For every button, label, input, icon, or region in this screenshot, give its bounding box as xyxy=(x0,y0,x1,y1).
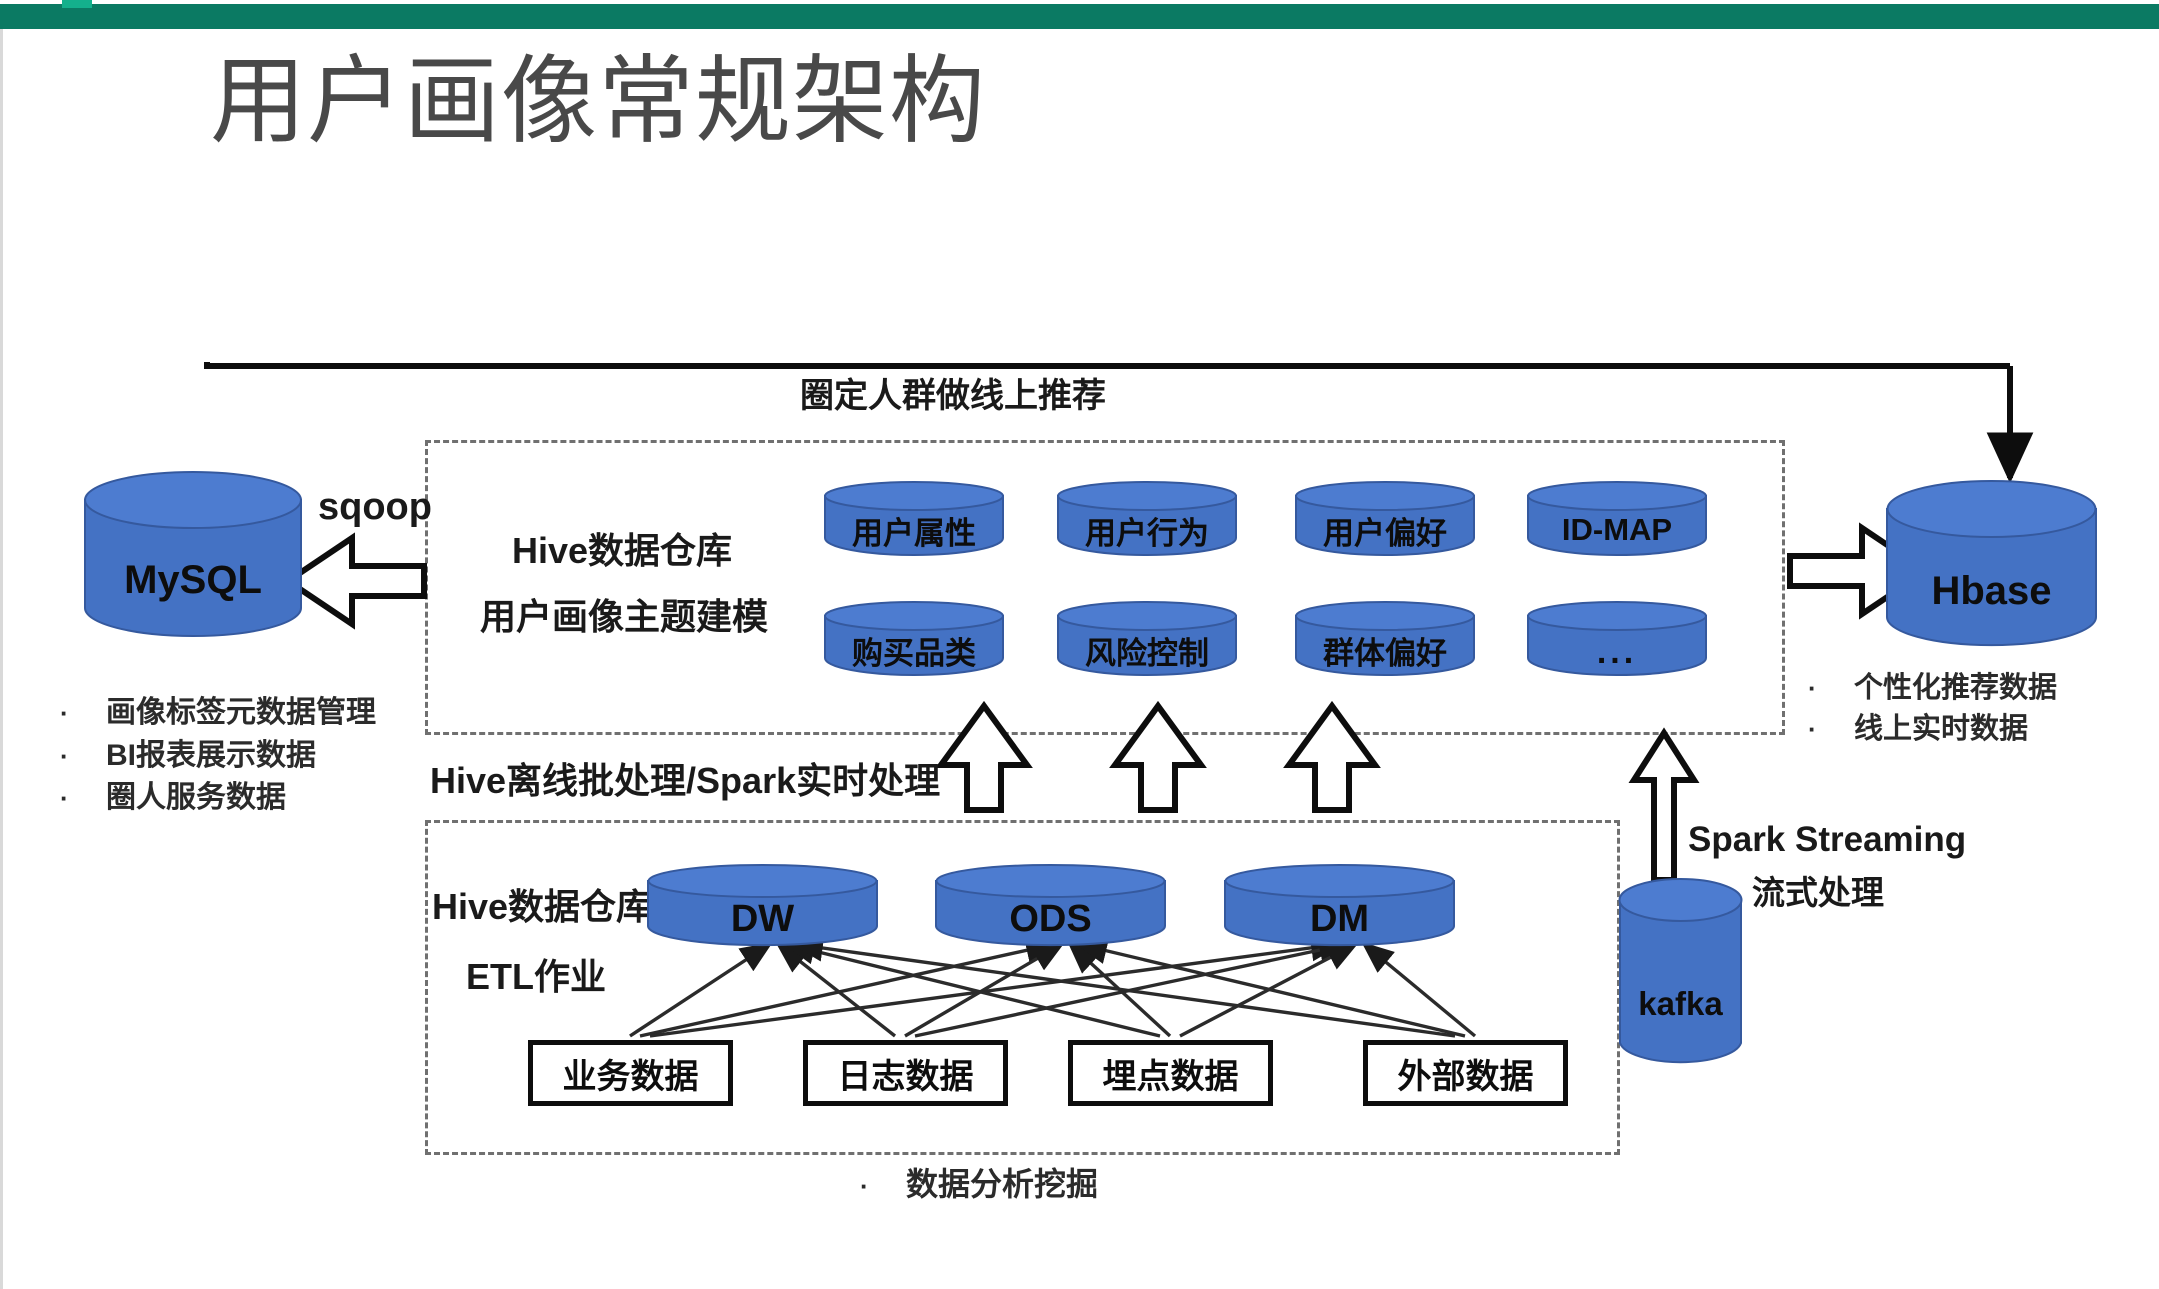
list-item-label: 画像标签元数据管理 xyxy=(106,696,376,729)
mysql-cylinder[interactable]: MySQL xyxy=(82,470,304,638)
page-title: 用户画像常规架构 xyxy=(210,48,986,155)
etl-title-line2: ETL作业 xyxy=(466,956,606,997)
source-box-business-data[interactable]: 业务数据 xyxy=(528,1040,733,1106)
slide-accent-notch xyxy=(62,0,92,8)
bullet-dot-icon: · xyxy=(60,783,69,814)
bullet-dot-icon: · xyxy=(860,1171,869,1201)
spark-streaming-label-line2: 流式处理 xyxy=(1752,874,1884,911)
topic-cylinder-risk-control[interactable]: 风险控制 xyxy=(1055,600,1239,676)
bullet-dot-icon: · xyxy=(1808,714,1817,745)
bullet-dot-icon: · xyxy=(60,740,69,771)
etl-title-line1: Hive数据仓库 xyxy=(432,886,653,927)
topic-cylinder-group-preference[interactable]: 群体偏好 xyxy=(1293,600,1477,676)
list-item-label: 线上实时数据 xyxy=(1854,713,2029,746)
processing-label: Hive离线批处理/Spark实时处理 xyxy=(430,760,941,801)
hive-warehouse-title-line2: 用户画像主题建模 xyxy=(480,596,769,637)
source-box-tracking-data[interactable]: 埋点数据 xyxy=(1068,1040,1273,1106)
bullet-dot-icon: · xyxy=(60,698,69,728)
spark-streaming-label-line1: Spark Streaming xyxy=(1688,820,1967,859)
topic-cylinder-user-preference[interactable]: 用户偏好 xyxy=(1293,480,1477,556)
source-box-log-data[interactable]: 日志数据 xyxy=(803,1040,1008,1106)
slide-accent-bar xyxy=(0,4,2159,26)
list-item-label: 数据分析挖掘 xyxy=(906,1166,1099,1202)
kafka-to-hive-arrow xyxy=(1628,727,1700,883)
sqoop-block-arrow xyxy=(282,532,427,630)
list-item-label: 圈人服务数据 xyxy=(106,781,286,815)
slide-left-edge xyxy=(0,29,3,1289)
mysql-bullet-list: · 画像标签元数据管理 · BI报表展示数据 · 圈人服务数据 xyxy=(60,692,376,820)
bullet-dot-icon: · xyxy=(1808,673,1817,703)
topic-cylinder-user-behavior[interactable]: 用户行为 xyxy=(1055,480,1239,556)
topic-cylinder-user-attribute[interactable]: 用户属性 xyxy=(822,480,1006,556)
sqoop-label: sqoop xyxy=(318,486,432,528)
etl-footer-bullet-list: · 数据分析挖掘 xyxy=(860,1162,1098,1207)
etl-container xyxy=(425,820,1620,1155)
hbase-bullet-list: · 个性化推荐数据 · 线上实时数据 xyxy=(1808,668,2057,750)
list-item-label: BI报表展示数据 xyxy=(106,738,316,772)
list-item: · BI报表展示数据 xyxy=(60,735,376,778)
hbase-cylinder[interactable]: Hbase xyxy=(1884,478,2099,648)
slide-accent-underline xyxy=(0,26,2159,29)
list-item-label: 个性化推荐数据 xyxy=(1854,672,2058,704)
source-box-external-data[interactable]: 外部数据 xyxy=(1363,1040,1568,1106)
topic-cylinder-more[interactable]: ... xyxy=(1525,600,1709,676)
etl-layer-cylinder-ods[interactable]: ODS xyxy=(933,862,1168,948)
list-item: · 画像标签元数据管理 xyxy=(60,692,376,735)
kafka-cylinder[interactable]: kafka xyxy=(1617,876,1744,1068)
list-item: · 个性化推荐数据 xyxy=(1808,668,2057,709)
list-item: · 线上实时数据 xyxy=(1808,709,2057,750)
topic-cylinder-id-map[interactable]: ID-MAP xyxy=(1525,480,1709,556)
list-item: · 圈人服务数据 xyxy=(60,777,376,820)
etl-layer-cylinder-dw[interactable]: DW xyxy=(645,862,880,948)
top-flow-label: 圈定人群做线上推荐 xyxy=(800,377,1106,415)
topic-cylinder-purchase-category[interactable]: 购买品类 xyxy=(822,600,1006,676)
list-item: · 数据分析挖掘 xyxy=(860,1162,1098,1207)
etl-layer-cylinder-dm[interactable]: DM xyxy=(1222,862,1457,948)
hive-warehouse-title-line1: Hive数据仓库 xyxy=(512,530,733,571)
